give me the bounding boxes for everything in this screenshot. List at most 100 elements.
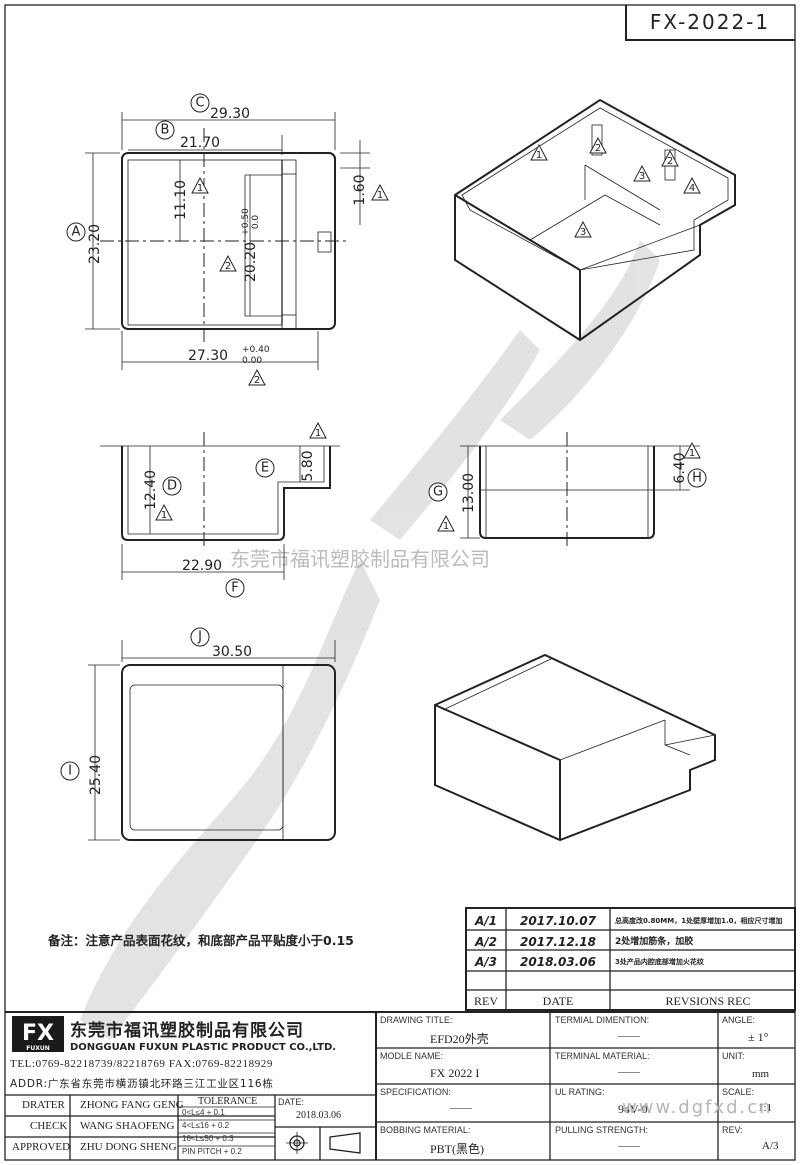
dim-21-70: 21.70 bbox=[180, 135, 220, 151]
svg-text:2: 2 bbox=[667, 156, 673, 167]
dim-22-90: 22.90 bbox=[182, 558, 222, 574]
svg-text:2: 2 bbox=[254, 375, 260, 386]
svg-text:1: 1 bbox=[443, 521, 449, 532]
dim-20-20-tol-low: 0.0 bbox=[251, 215, 261, 230]
rev-2-id: A/2 bbox=[474, 935, 497, 949]
scale-value: 1:1 bbox=[758, 1102, 773, 1114]
specification-label: SPECIFICATION: bbox=[380, 1087, 451, 1097]
iso-open-view bbox=[454, 98, 736, 342]
side-view: 13.00 6.40 bbox=[460, 432, 700, 548]
svg-text:J: J bbox=[197, 630, 202, 645]
logo-text: FX bbox=[22, 1021, 54, 1046]
rev-header-date: DATE bbox=[543, 994, 574, 1008]
title-block-grid bbox=[5, 1011, 795, 1160]
signoff-role-check: CHECK bbox=[30, 1120, 68, 1132]
dim-27-30-tol-up: +0.40 bbox=[242, 345, 270, 355]
svg-text:2: 2 bbox=[225, 261, 231, 272]
website-watermark: www.dgfxd.cn bbox=[622, 1097, 773, 1118]
svg-text:2: 2 bbox=[595, 143, 601, 154]
drawing-number: FX-2022-1 bbox=[650, 10, 770, 34]
svg-text:3: 3 bbox=[580, 227, 586, 238]
dim-1-60: 1.60 bbox=[352, 174, 368, 205]
dim-13-00: 13.00 bbox=[461, 473, 477, 513]
iso-closed-view bbox=[434, 653, 716, 842]
svg-text:D: D bbox=[167, 479, 177, 494]
signoff-name-approved: ZHU DONG SHENG bbox=[80, 1141, 177, 1153]
revision-table: A/1 2017.10.07 总高度改0.80MM，1处壁厚增加1.0，相应尺寸… bbox=[465, 907, 796, 1011]
rev-triangle: 1 bbox=[530, 143, 548, 161]
model-name-label: MODLE NAME: bbox=[380, 1051, 444, 1061]
rev-triangle: 2 bbox=[589, 136, 607, 154]
svg-text:3: 3 bbox=[639, 171, 645, 182]
signoff-name-check: WANG SHAOFENG bbox=[80, 1120, 175, 1132]
svg-text:B: B bbox=[161, 123, 170, 138]
front-view: 12.40 5.80 22.90 bbox=[100, 432, 340, 580]
rev-header-desc: REVSIONS REC bbox=[665, 994, 750, 1008]
tolerance-row: 16<L≤50 + 0.3 bbox=[182, 1134, 234, 1143]
rev-triangle: 2 bbox=[661, 149, 679, 167]
company-tel: TEL:0769-82218739/82218769 FAX:0769-8221… bbox=[10, 1058, 273, 1070]
bobbin-material-label: BOBBING MATERIAL: bbox=[380, 1125, 471, 1135]
marker-f: F bbox=[225, 578, 245, 598]
svg-text:E: E bbox=[261, 461, 269, 476]
bottom-view: 30.50 25.40 bbox=[88, 640, 336, 841]
rev-triangle: 1 bbox=[191, 176, 209, 194]
svg-text:F: F bbox=[231, 581, 238, 596]
rev-3-date: 2018.03.06 bbox=[520, 955, 596, 969]
signoff-role-drater: DRATER bbox=[22, 1099, 65, 1111]
rev-value: A/3 bbox=[762, 1140, 779, 1152]
ul-rating: 94V-0 bbox=[618, 1102, 648, 1116]
company-logo bbox=[12, 1016, 64, 1052]
marker-g: G bbox=[428, 482, 448, 502]
dim-11-10: 11.10 bbox=[173, 180, 189, 220]
marker-h: H bbox=[687, 468, 707, 488]
rev-2-date: 2017.12.18 bbox=[520, 935, 596, 949]
note-text: 备注：注意产品表面花纹，和底部产品平贴度小于0.15 bbox=[47, 933, 354, 948]
company-name-cn: 东莞市福讯塑胶制品有限公司 bbox=[70, 1021, 304, 1041]
rev-3-id: A/3 bbox=[474, 955, 497, 969]
rev-2-desc: 2处增加筋条，加胶 bbox=[615, 935, 693, 947]
rev-triangle: 1 bbox=[437, 514, 455, 532]
terminal-material-label: TERMINAL MATERIAL: bbox=[555, 1051, 650, 1061]
rev-triangle: 3 bbox=[574, 220, 592, 238]
dim-5-80: 5.80 bbox=[300, 450, 316, 481]
angle-label: ANGLE: bbox=[722, 1015, 756, 1025]
dim-29-30: 29.30 bbox=[210, 106, 250, 122]
rev-triangle: 2 bbox=[219, 254, 237, 272]
rev-triangle: 2 bbox=[248, 368, 266, 386]
scale-label: SCALE: bbox=[722, 1087, 755, 1097]
angle-value: ± 1° bbox=[748, 1030, 769, 1044]
tolerance-row: PIN PITCH + 0.2 bbox=[182, 1147, 242, 1156]
rev-header-rev: REV bbox=[474, 994, 498, 1008]
marker-c: C bbox=[190, 93, 210, 113]
dim-25-40: 25.40 bbox=[88, 755, 104, 795]
pulling-strength-label: PULLING STRENGTH: bbox=[555, 1125, 649, 1135]
date-label: DATE: bbox=[278, 1097, 304, 1107]
dim-20-20-tol: +0.50 bbox=[241, 208, 251, 236]
tolerance-title: TOLERANCE bbox=[198, 1096, 258, 1107]
dim-23-20: 23.20 bbox=[87, 224, 103, 264]
pulling-strength: —— bbox=[618, 1140, 640, 1152]
rev-triangle: 1 bbox=[683, 441, 701, 459]
terminal-dimension-label: TERMIAL DIMENTION: bbox=[555, 1015, 650, 1025]
marker-j: J bbox=[190, 627, 210, 647]
tolerance-row: 4<L≤16 + 0.2 bbox=[182, 1121, 230, 1130]
signoff-name-drater: ZHONG FANG GENG bbox=[80, 1099, 184, 1111]
svg-text:C: C bbox=[195, 96, 204, 111]
rev-triangle: 3 bbox=[633, 164, 651, 182]
marker-a: A bbox=[66, 222, 86, 242]
rev-triangle: 1 bbox=[155, 503, 173, 521]
rev-3-desc: 3处产品内腔底部增加火花纹 bbox=[615, 957, 705, 966]
svg-text:I: I bbox=[68, 764, 72, 779]
specification: —— bbox=[450, 1102, 472, 1114]
rev-triangle: 4 bbox=[683, 176, 701, 194]
svg-text:1: 1 bbox=[315, 428, 321, 439]
terminal-material: —— bbox=[618, 1066, 640, 1078]
marker-b: B bbox=[155, 120, 175, 140]
marker-e: E bbox=[255, 458, 275, 478]
terminal-dimension: —— bbox=[618, 1030, 640, 1042]
tolerance-row: 0<L≤4 + 0.1 bbox=[182, 1108, 225, 1117]
svg-text:A: A bbox=[72, 225, 81, 240]
rev-label: REV: bbox=[722, 1125, 743, 1135]
